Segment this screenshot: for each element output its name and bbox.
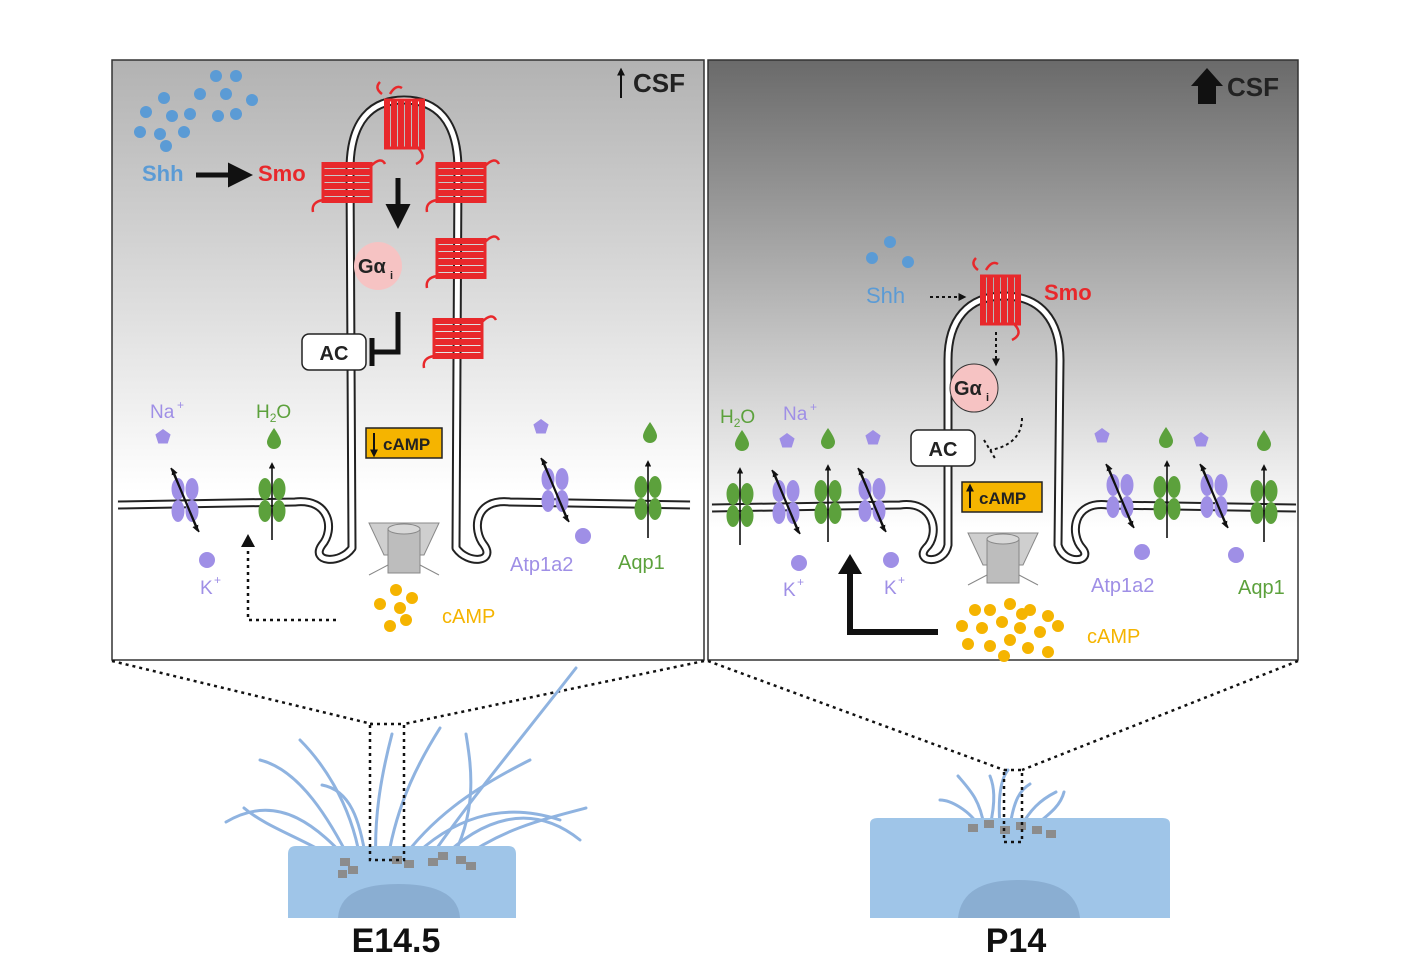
gai-label: Gα [358,256,387,278]
csf-bold-arrow-icon [1191,68,1223,104]
k-label: K [200,578,213,599]
k-sup: + [898,573,905,587]
camp-signal-arrow [847,570,938,635]
camp-pool-label: cAMP [442,606,495,628]
zoom-box [368,722,406,862]
csf-label: CSF [1227,72,1279,102]
gai-subscript: i [390,270,393,282]
k-ion-icon [791,555,807,571]
k-ion-icon [1134,544,1150,560]
atp1a2-label: Atp1a2 [510,554,573,576]
camp-box [365,427,443,459]
inhibition-icon [372,312,401,355]
na-sup: + [810,400,817,414]
ac-box [301,333,367,371]
ac-box [910,429,976,467]
atp1a2-label: Atp1a2 [1091,575,1154,597]
stage-label-e14: E14.5 [352,922,441,960]
gai-subscript: i [986,392,989,404]
zoom-guide-lines [111,659,1299,772]
k-label: K [884,578,897,599]
camp-particles [956,598,1064,662]
shh-particles [134,70,258,152]
camp-particles [374,584,418,632]
gai-protein [354,242,402,290]
aqp1-label: Aqp1 [618,552,665,574]
weak-inhibition-icon [989,417,1023,451]
k-ion-icon [883,552,899,568]
stage-label-p14: P14 [986,922,1047,960]
k-sup: + [214,573,221,587]
gai-protein [949,363,999,413]
na-label: Na [150,402,175,423]
k-ion-icon [199,552,215,568]
k-ion-icon [1228,547,1244,563]
h2o-label: H2O [256,402,291,425]
camp-box-label: cAMP [383,435,430,454]
smo-label: Smo [1044,280,1092,305]
na-label: Na [783,404,808,425]
right-panel: CSF Shh Smo Gα i AC cAMP H2O Na + [707,59,1299,662]
csf-label: CSF [633,68,685,98]
gai-label: Gα [954,378,983,400]
k-sup: + [797,575,804,589]
camp-pool-label: cAMP [1087,626,1140,648]
k-ion-icon [575,528,591,544]
camp-box-label: cAMP [979,489,1026,508]
ac-label: AC [929,439,958,461]
k-label: K [783,580,796,601]
smo-label: Smo [258,161,306,186]
p14-tissue: P14 [870,768,1170,960]
camp-signal-dotted-arrow [246,540,336,622]
shh-label: Shh [866,283,905,308]
arrowhead-icon [838,554,862,574]
e14-tissue: E14.5 [224,666,588,960]
shh-label: Shh [142,161,184,186]
left-panel: CSF Shh Smo Gα i [111,59,705,661]
camp-box [961,481,1043,513]
zoom-box [1002,768,1024,844]
na-sup: + [177,398,184,412]
ac-label: AC [320,343,349,365]
shh-particles [866,236,914,268]
h2o-label: H2O [720,407,755,430]
aqp1-label: Aqp1 [1238,577,1285,599]
arrowhead-icon [241,534,255,547]
